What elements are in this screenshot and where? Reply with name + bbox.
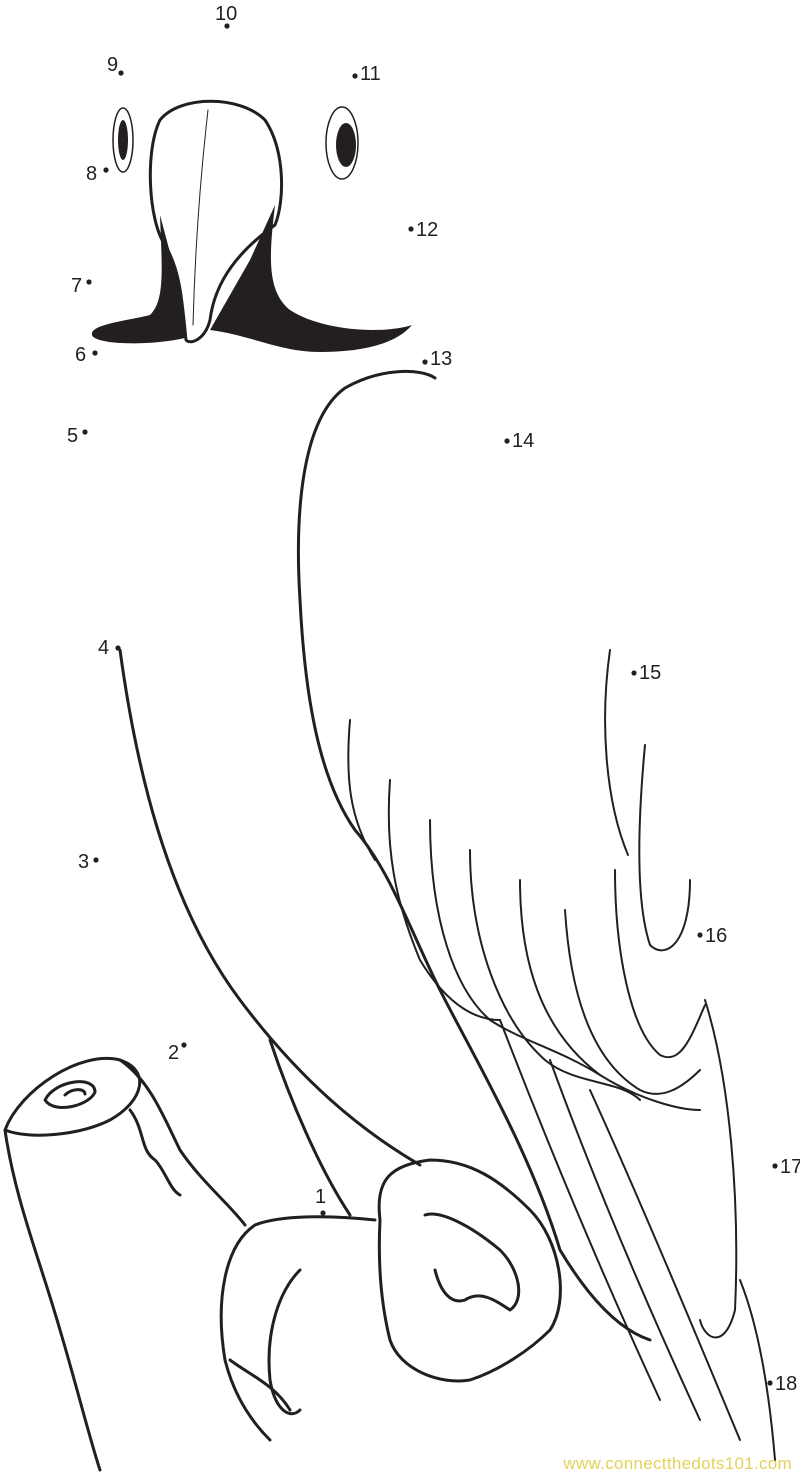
dot-label-4: 4 <box>98 637 109 659</box>
dot-label-6: 6 <box>75 344 86 366</box>
left-eye <box>112 107 134 173</box>
dot-9[interactable] <box>118 70 124 76</box>
back-outline <box>118 648 422 1167</box>
body-outline <box>296 369 652 1342</box>
dot-label-3: 3 <box>78 851 89 873</box>
dot-label-9: 9 <box>107 54 118 76</box>
dot-label-14: 14 <box>512 430 534 452</box>
wing-feathers <box>347 649 776 1461</box>
dot-10[interactable] <box>224 23 230 29</box>
right-eye <box>325 106 359 180</box>
left-pupil <box>118 120 128 160</box>
dot-15[interactable] <box>631 670 637 676</box>
dot-6[interactable] <box>92 350 98 356</box>
dot-13[interactable] <box>422 359 428 365</box>
dot-label-15: 15 <box>639 662 661 684</box>
dot-11[interactable] <box>352 73 358 79</box>
dot-label-12: 12 <box>416 219 438 241</box>
dot-2[interactable] <box>181 1042 187 1048</box>
dot-17[interactable] <box>772 1163 778 1169</box>
branch <box>3 1038 352 1472</box>
dot-4[interactable] <box>115 645 121 651</box>
dot-1[interactable] <box>320 1210 326 1216</box>
watermark: www.connectthedots101.com <box>563 1454 792 1473</box>
beak <box>148 99 283 344</box>
dot-3[interactable] <box>93 857 99 863</box>
dot-label-7: 7 <box>71 275 82 297</box>
cheek-patch <box>91 215 185 344</box>
dot-14[interactable] <box>504 438 510 444</box>
dot-label-11: 11 <box>360 63 381 85</box>
dot-label-8: 8 <box>86 163 97 185</box>
dot-16[interactable] <box>697 932 703 938</box>
dot-label-17: 17 <box>780 1156 800 1178</box>
beak-line <box>192 109 209 326</box>
dot-label-2: 2 <box>168 1042 179 1064</box>
dot-18[interactable] <box>767 1380 773 1386</box>
parrot-outline <box>3 99 776 1472</box>
dot-label-13: 13 <box>430 348 452 370</box>
dot-5[interactable] <box>82 429 88 435</box>
dot-label-1: 1 <box>315 1186 326 1208</box>
dot-label-10: 10 <box>215 3 237 25</box>
dot-label-5: 5 <box>67 425 78 447</box>
dot-7[interactable] <box>86 279 92 285</box>
dot-label-18: 18 <box>775 1373 797 1395</box>
dot-12[interactable] <box>408 226 414 232</box>
feet <box>219 1158 562 1442</box>
right-pupil <box>336 123 356 167</box>
dot-label-16: 16 <box>705 925 727 947</box>
dot-8[interactable] <box>103 167 109 173</box>
cheek-patch <box>210 205 412 352</box>
